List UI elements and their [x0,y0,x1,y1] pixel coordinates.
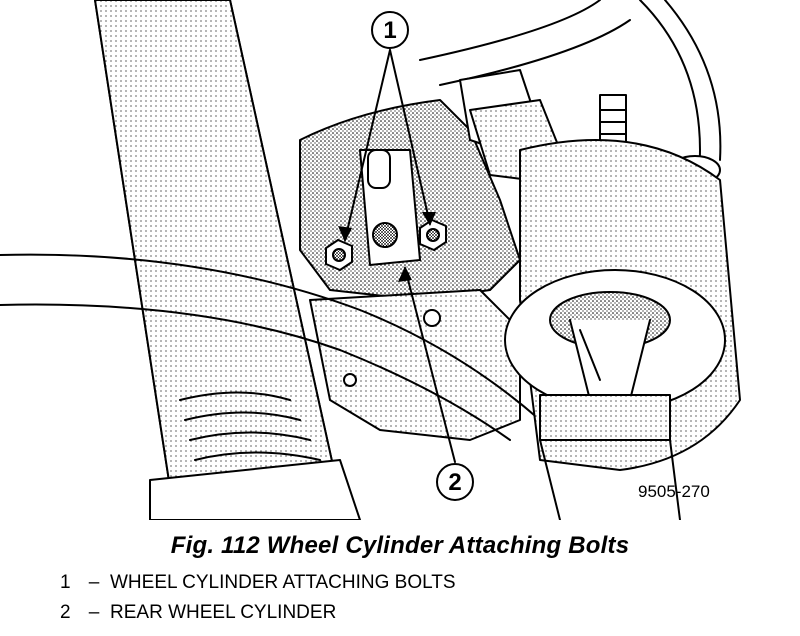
dust-boot [179,391,321,461]
legend-text: WHEEL CYLINDER ATTACHING BOLTS [110,572,456,593]
brake-cable-lower [0,303,511,441]
strut-body [94,0,346,520]
callout-2: 2 [436,463,474,501]
legend-dash: – [88,602,100,623]
wheel-cylinder-illustration: 1 2 9505-270 [0,0,741,520]
legend-number: 2 [60,602,71,623]
svg-text:2: 2 [448,469,461,496]
bleeder-hole [372,222,398,248]
callout-2-leader [404,267,456,463]
wheel-cylinder-top-pin [367,149,391,189]
backing-plate-lower [309,289,521,441]
callout-1: 1 [371,11,409,49]
legend-dash: – [88,572,100,593]
svg-text:1: 1 [383,17,396,44]
brake-cable-upper [0,253,541,421]
callout-1-leader-right [389,49,431,225]
lower-housing [149,459,361,520]
attaching-bolt-right [419,219,447,251]
legend-item-1: 1–WHEEL CYLINDER ATTACHING BOLTS [60,572,456,594]
shaft-collar [539,394,671,441]
callout-1-leader-left [344,49,391,241]
shaft-lower [539,439,681,520]
legend-number: 1 [60,572,71,593]
figure-caption: Fig. 112 Wheel Cylinder Attaching Bolts [170,532,630,559]
legend-text: REAR WHEEL CYLINDER [110,602,337,623]
plate-hole-2 [343,373,357,387]
attaching-bolt-left [325,239,353,271]
legend-item-2: 2–REAR WHEEL CYLINDER [60,602,336,624]
plate-hole-1 [423,309,441,327]
tube-right-inner [664,0,722,161]
figure-id: 9505-270 [638,482,710,501]
brake-line-outer [419,0,601,61]
